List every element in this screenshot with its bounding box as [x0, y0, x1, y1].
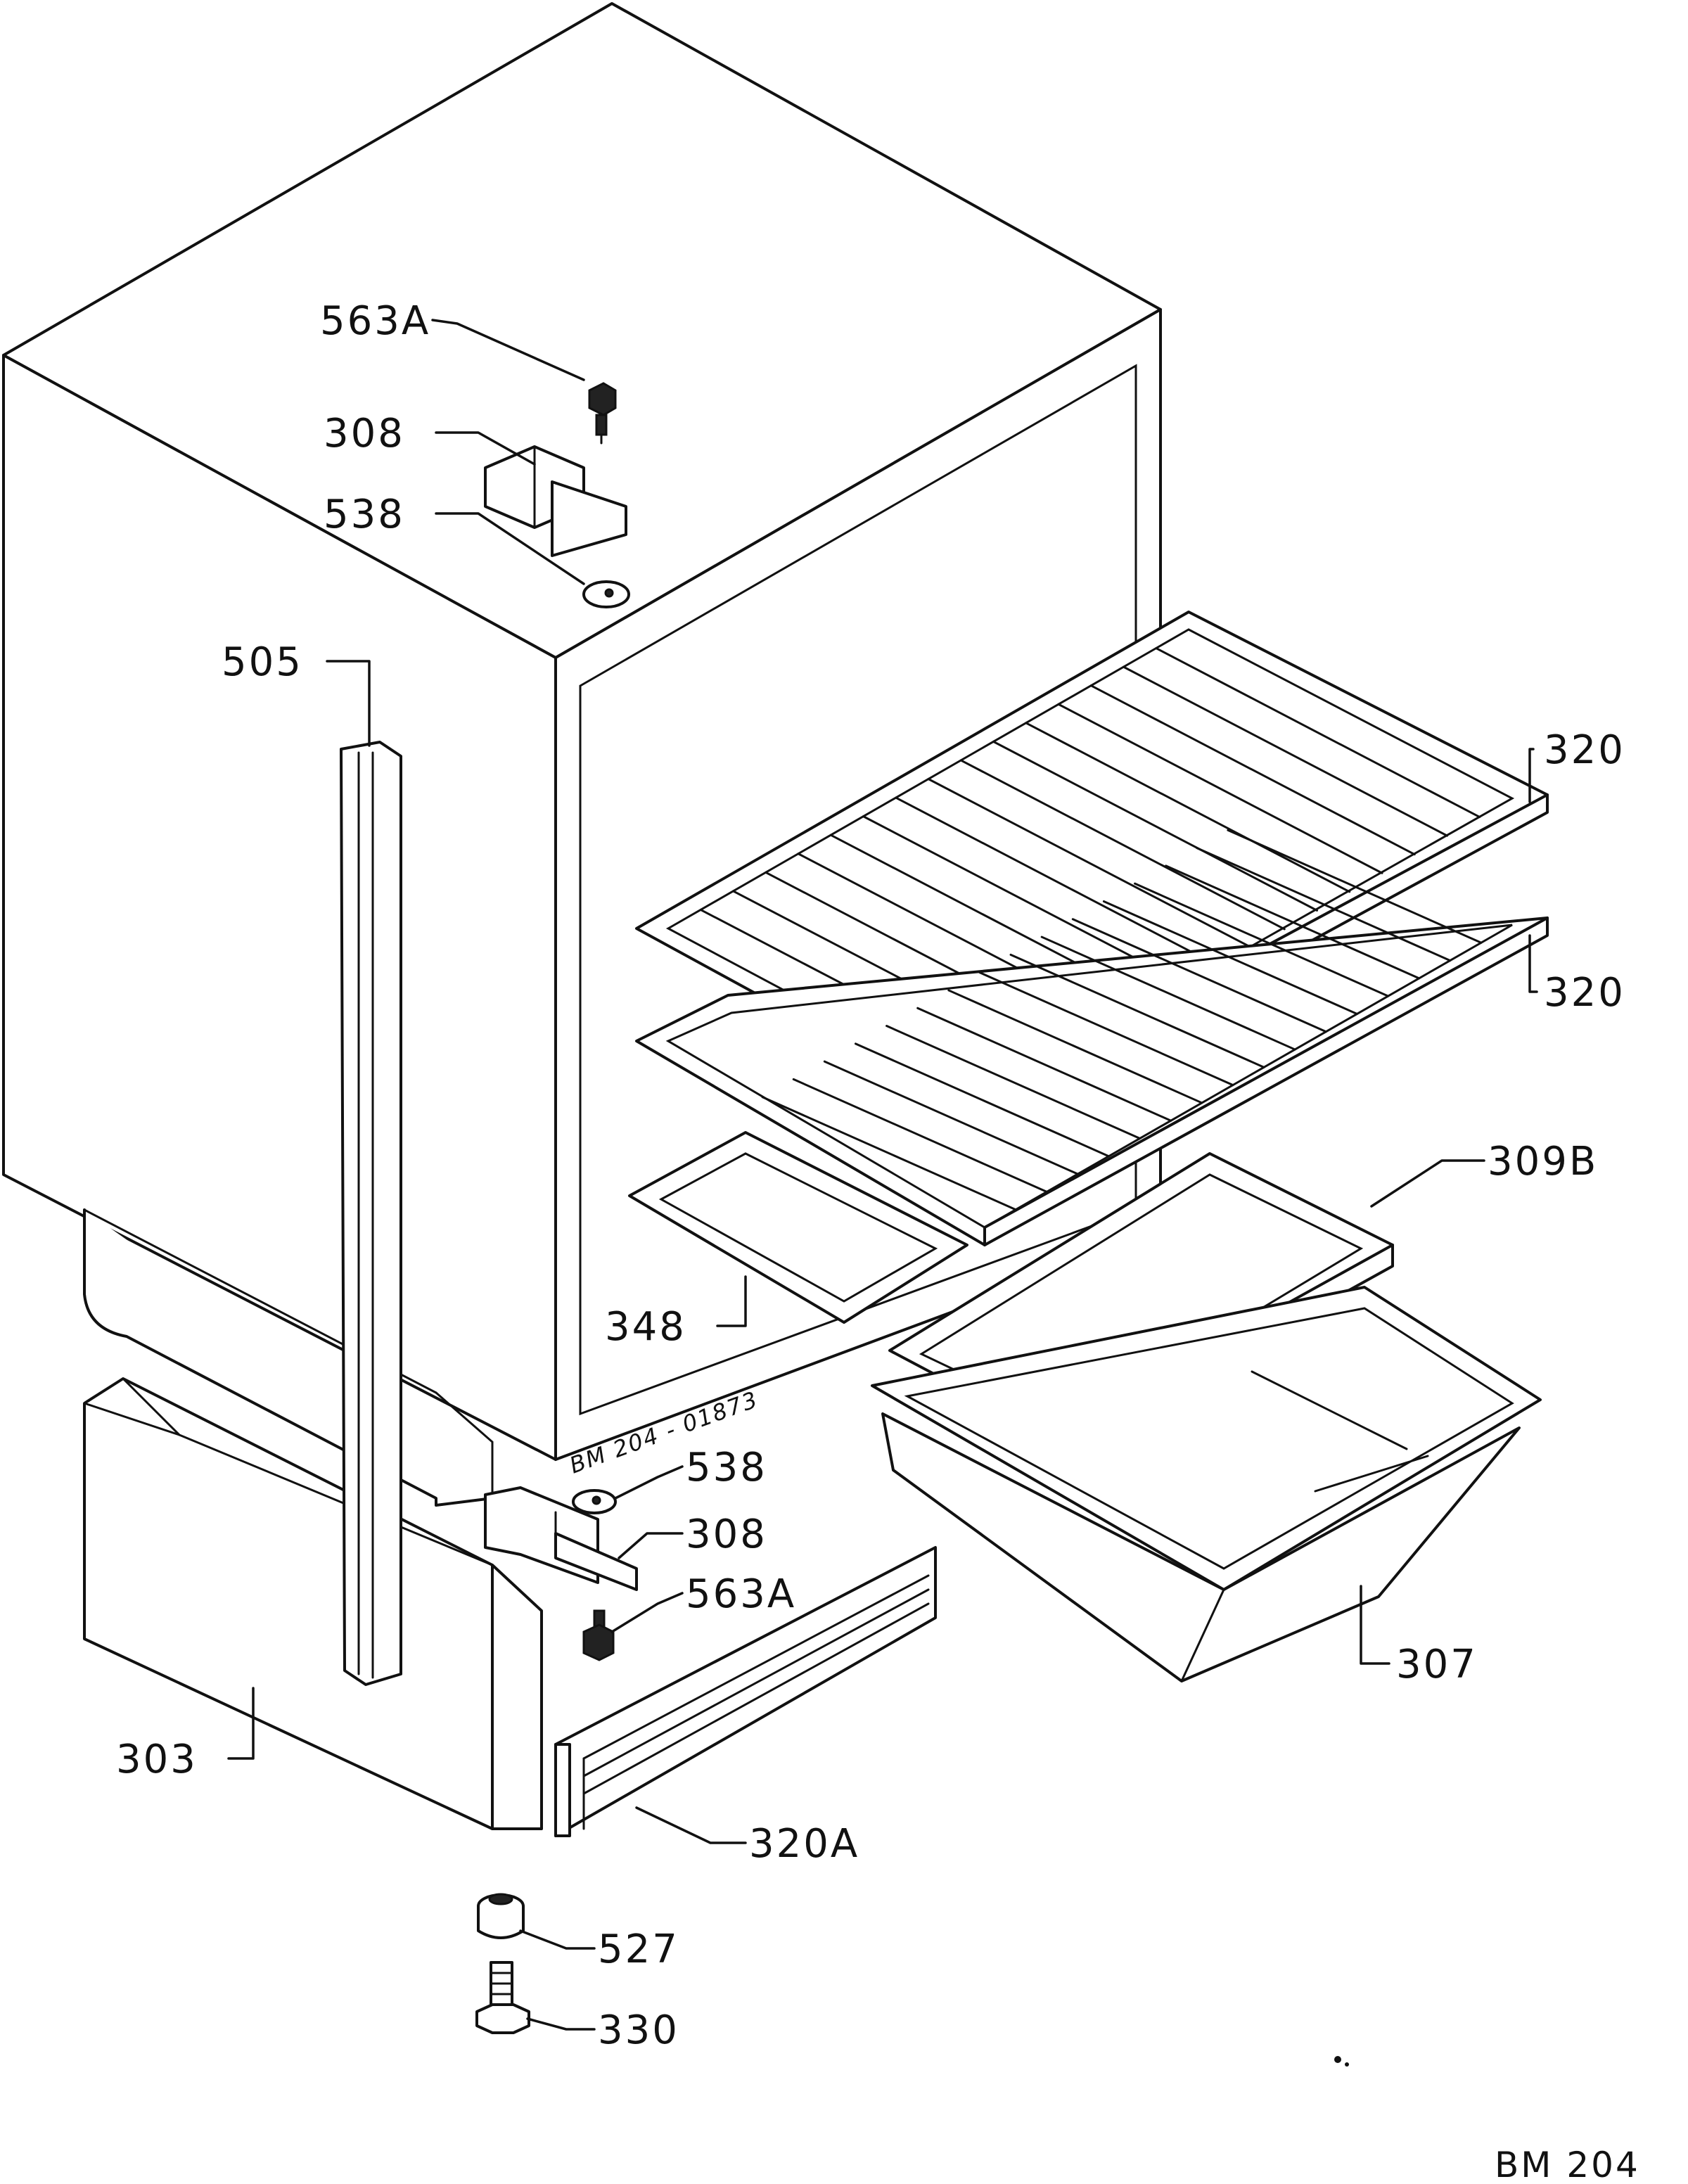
shelf-bar [761, 1096, 1017, 1211]
label-563a-top: 563A [320, 298, 430, 344]
label-307: 307 [1396, 1642, 1478, 1687]
shelf-bar [1227, 829, 1483, 944]
shelf-bar [1165, 864, 1421, 980]
shelf-bar [823, 1060, 1079, 1175]
wire-shelf-middle [635, 829, 1549, 1246]
label-320a: 320A [749, 1821, 859, 1867]
label-309b: 309B [1488, 1139, 1598, 1184]
shelf-bar [959, 759, 1286, 931]
glass-shelf [628, 1131, 968, 1324]
label-330: 330 [598, 2007, 679, 2053]
label-308-bottom: 308 [686, 1512, 767, 1557]
shelf-bar [1134, 882, 1390, 997]
kick-plate-grille [554, 1546, 937, 1837]
shelf-bar [1155, 647, 1481, 819]
label-320-top: 320 [1544, 727, 1625, 773]
shelf-bar [792, 1078, 1048, 1193]
speck [1334, 2056, 1349, 2067]
shelf-bar [1040, 935, 1296, 1051]
shelf-bar [1196, 847, 1452, 962]
shelf-bar [854, 1042, 1110, 1158]
label-505: 505 [222, 639, 303, 685]
adjustable-feet [475, 1893, 530, 2034]
shelf-bar [947, 989, 1203, 1104]
shelf-bar [885, 1025, 1142, 1140]
shelf-bar [1057, 703, 1383, 874]
label-348: 348 [605, 1304, 686, 1350]
drawing-code: BM 204 [1495, 2145, 1640, 2184]
shelf-bar [1089, 684, 1416, 856]
shelf-bar [1009, 953, 1265, 1068]
label-320-middle: 320 [1544, 970, 1625, 1016]
leader-lines [227, 319, 1538, 2031]
shelf-bar [1123, 665, 1448, 837]
shelf-bar [1025, 722, 1351, 893]
shelf-bar [992, 740, 1318, 912]
label-538-top: 538 [324, 492, 405, 537]
top-hinge-parts [484, 382, 630, 608]
part-labels: 563A 308 538 505 320 320 309B 348 538 30… [116, 298, 1625, 2053]
shelf-bar [1071, 918, 1327, 1033]
label-527: 527 [598, 1927, 679, 1972]
shelf-bar [978, 971, 1234, 1087]
door-seal-strip [340, 741, 402, 1686]
label-303: 303 [116, 1737, 198, 1782]
shelf-bar [1102, 900, 1358, 1015]
shelf-bar [895, 796, 1221, 968]
crisper-drawer [871, 1286, 1542, 1682]
base-plinth [83, 1377, 543, 1830]
label-308-top: 308 [324, 411, 405, 456]
label-538-bottom: 538 [686, 1445, 767, 1490]
label-563a-bottom: 563A [686, 1571, 796, 1617]
bottom-hinge-parts [484, 1486, 638, 1661]
shelf-bar [927, 778, 1253, 949]
shelf-bar [916, 1007, 1172, 1122]
